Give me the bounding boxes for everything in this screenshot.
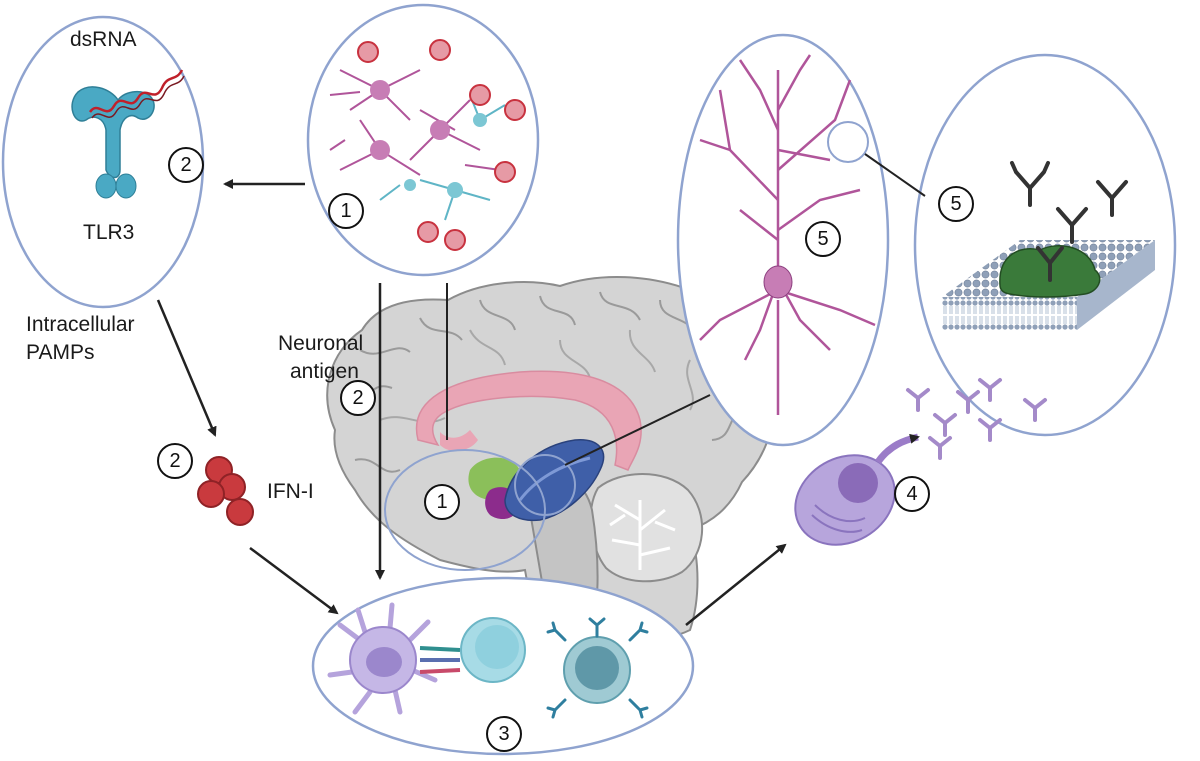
- infection-panel: [306, 3, 540, 277]
- virus-particle-icon: [357, 39, 526, 251]
- svg-text:5: 5: [950, 193, 961, 215]
- svg-text:2: 2: [180, 154, 191, 176]
- connector-neuron-to-hippocampus: [564, 394, 711, 466]
- secretion-arrow: [875, 433, 920, 465]
- step-badge-membrane: 5: [938, 186, 974, 222]
- svg-text:5: 5: [817, 228, 828, 250]
- neuronal-antigen-label-line2: antigen: [290, 360, 359, 383]
- neuron-network-icon: [329, 69, 506, 221]
- arrow-tlr3-to-ifn: [156, 299, 217, 437]
- t-cell-icon: [460, 617, 526, 683]
- dsrna-strand-icon-2: [91, 75, 185, 119]
- brain-region-highlight: [384, 449, 546, 571]
- dsrna-strand-icon: [88, 69, 184, 113]
- intracellular-pamps-label-line2: PAMPs: [26, 341, 94, 364]
- step-badge-tlr3: 2: [168, 147, 204, 183]
- svg-text:1: 1: [436, 491, 447, 513]
- svg-text:1: 1: [340, 200, 351, 222]
- step-badge-plasma-cell: 4: [894, 476, 930, 512]
- antibody-icon: [1010, 161, 1128, 282]
- plasma-cell-icon: [794, 454, 896, 546]
- step-badge-ifn: 2: [157, 443, 193, 479]
- hippocampus-zoom-circle: [514, 454, 576, 516]
- step-badge-neuron: 5: [805, 221, 841, 257]
- neuronal-antigen-label-line1: Neuronal: [278, 332, 363, 355]
- step-badge-brain-region: 1: [424, 484, 460, 520]
- tlr3-label: TLR3: [83, 221, 134, 244]
- secreted-antibody-icon: [906, 378, 1047, 460]
- dendrite-zoom-circle: [827, 121, 869, 163]
- svg-text:3: 3: [498, 723, 509, 745]
- neuron-soma: [763, 265, 793, 299]
- step-badge-immune: 3: [486, 716, 522, 752]
- pyramidal-neuron-icon: [699, 54, 876, 415]
- arrow-immune-to-plasma-cell: [685, 543, 787, 626]
- ifn-cytokine-icon: [197, 456, 254, 526]
- b-cell-icon: [546, 617, 649, 719]
- intracellular-pamps-label-line1: Intracellular: [26, 313, 135, 336]
- step-badge-infection: 1: [328, 193, 364, 229]
- step-badge-antigen: 2: [340, 380, 376, 416]
- arrow-ifn-to-immune: [249, 546, 339, 615]
- dendritic-cell-icon: [327, 602, 438, 715]
- svg-text:2: 2: [352, 387, 363, 409]
- tcr-mhc-interaction-icon: [419, 646, 461, 674]
- connector-dendrite-to-membrane: [864, 153, 926, 197]
- svg-text:4: 4: [906, 483, 917, 505]
- neuron-panel: [676, 33, 890, 447]
- ifn-label: IFN-I: [267, 480, 314, 503]
- dsrna-label: dsRNA: [70, 28, 137, 51]
- svg-text:2: 2: [169, 450, 180, 472]
